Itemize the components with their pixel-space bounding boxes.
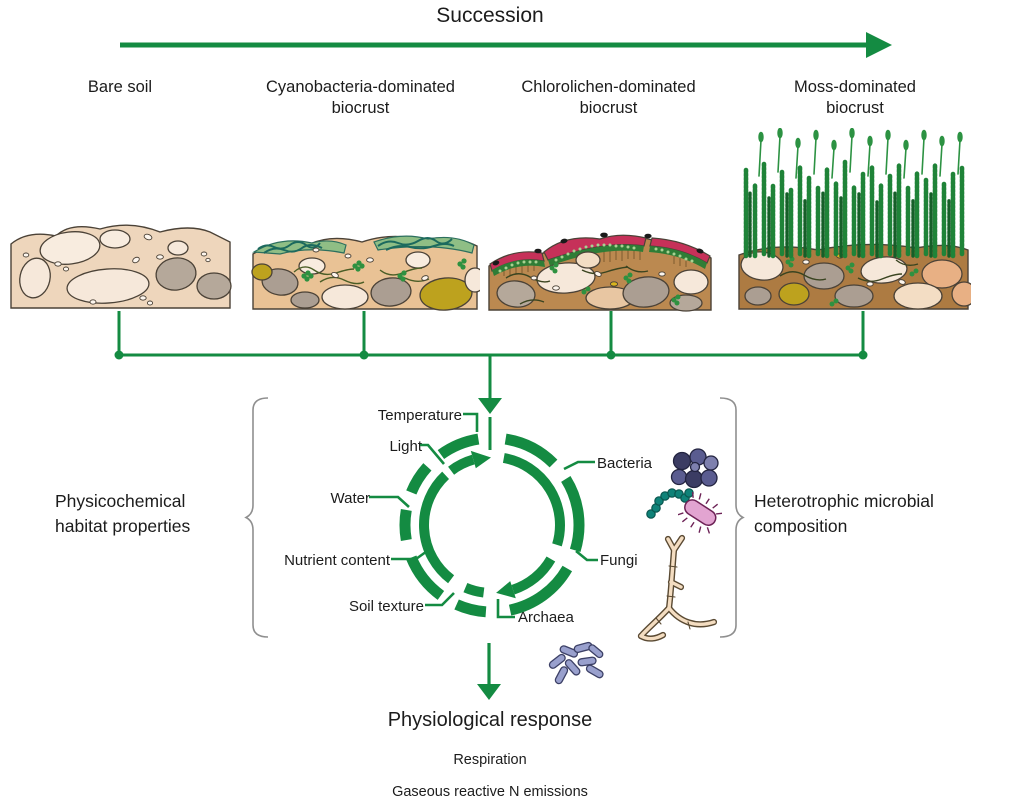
flow-arrow-to-response-icon [477,643,501,700]
moss-green-clumps [785,256,919,307]
moss-sporophytes [758,128,963,179]
lichen-filaments [505,265,649,305]
stage-label-chlorolichen: Chlorolichen-dominated biocrust [521,78,696,118]
lichen-rocks [496,251,709,312]
cyano-rocks [251,251,480,311]
lichen-black-dots [492,232,704,266]
label-soil-texture: Soil texture [348,598,424,615]
moss-filaments [779,259,919,282]
microbial-group-label: Heterotrophic microbial composition [754,491,934,537]
moss-rocks [740,251,971,310]
label-temperature: Temperature [377,407,462,424]
bare-soil-rocks [19,229,232,304]
stage-label-moss: Moss-dominated biocrust [794,78,916,118]
habitat-bracket [244,397,269,638]
outcome-item-respiration: Respiration [453,752,527,768]
illustration-cyanobacteria-biocrust [251,235,480,311]
cocci-cluster-icon [670,448,719,489]
label-nutrient-content: Nutrient content [284,552,390,569]
cycle-label-connectors [369,412,598,619]
lichen-green-clumps [549,262,681,306]
lichen-crust [489,232,711,276]
fungal-hyphae-icon [637,534,718,642]
cyano-pebbles [312,247,429,281]
stage-label-bare-soil: Bare soil [87,78,153,96]
illustration-chlorolichen-biocrust [488,232,712,312]
cyano-crust [252,235,475,255]
moss-shoots [743,128,965,259]
microbial-bracket [719,397,745,638]
archaea-rods-icon [548,641,604,685]
flow-arrow-into-cycle-icon [478,398,502,450]
lichen-pebbles [530,271,666,291]
illustration-moss-biocrust [738,128,971,310]
stage-connector-tree [114,311,868,398]
cocci-chain-icon [646,488,694,519]
label-fungi: Fungi [600,552,638,569]
illustration-bare-soil [10,224,232,309]
cycle-inner-arrows-icon [419,450,565,599]
bare-soil-pebbles [22,233,211,306]
cycle-outer-ring [399,433,585,618]
succession-arrow-icon [120,32,892,58]
outcome-item-n-emissions: Gaseous reactive N emissions [392,784,588,800]
succession-title: Succession [436,4,544,27]
cyano-green-clumps [301,258,467,282]
label-water: Water [330,490,370,507]
lichen-algal-dots [498,243,694,273]
outcome-title: Physiological response [387,709,593,731]
habitat-group-label: Physicochemical habitat properties [55,491,191,537]
stage-label-cyanobacteria: Cyanobacteria-dominated biocrust [266,78,455,118]
label-bacteria: Bacteria [597,455,653,472]
rod-bacterium-icon [678,492,722,534]
label-light: Light [389,438,422,455]
label-archaea: Archaea [518,609,574,626]
